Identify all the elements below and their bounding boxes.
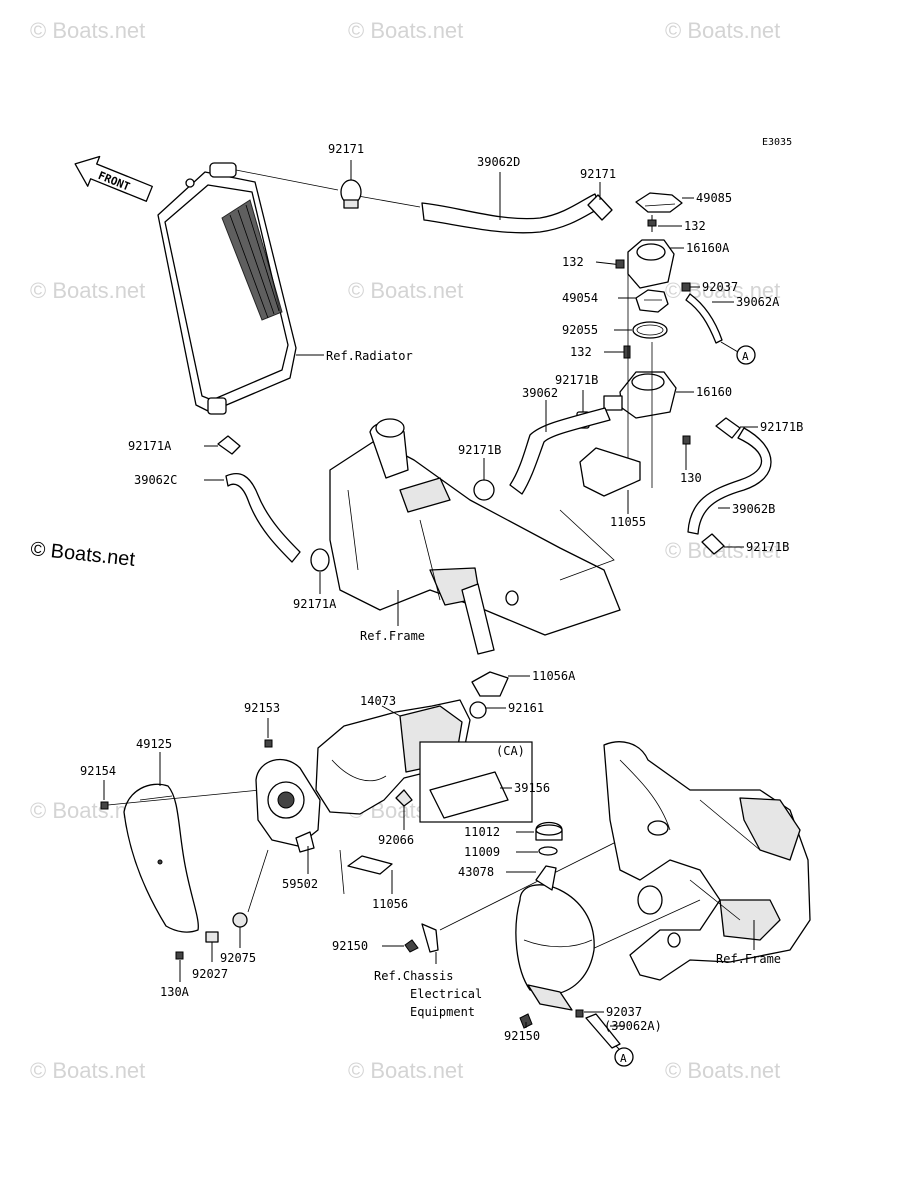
part-label-11009: 11009 (464, 845, 500, 859)
ca-box: (CA) 39156 (419, 741, 550, 823)
part-label-92154: 92154 (80, 764, 116, 778)
watermark: © Boats.net (30, 18, 145, 43)
part-label-92171A: 92171A (293, 597, 337, 611)
watermark: © Boats.net (665, 18, 780, 43)
part-label-39062C: 39062C (134, 473, 177, 487)
part-label-43078: 43078 (458, 865, 494, 879)
watermark: © Boats.net (348, 1058, 463, 1083)
watermark: © Boats.net (348, 18, 463, 43)
part-label-39156: 39156 (514, 781, 550, 795)
part-label-92171B: 92171B (458, 443, 501, 457)
watermark-dark: © Boats.net (29, 538, 136, 571)
ref-frame-top-label: Ref.Frame (360, 629, 425, 643)
part-label-39062B: 39062B (732, 502, 775, 516)
part-label-39062A-ref: (39062A) (604, 1019, 662, 1033)
ref-chassis-line1: Ref.Chassis (374, 969, 453, 983)
part-label-92037: 92037 (702, 280, 738, 294)
part-label-49085: 49085 (696, 191, 732, 205)
front-arrow-icon: FRONT (74, 155, 153, 202)
part-label-92171: 92171 (328, 142, 364, 156)
part-label-132: 132 (562, 255, 584, 269)
part-label-92171B: 92171B (555, 373, 598, 387)
part-label-92150: 92150 (332, 939, 368, 953)
part-label-132: 132 (570, 345, 592, 359)
part-label-130: 130 (680, 471, 702, 485)
connector-a-bottom: A (620, 1052, 627, 1065)
part-label-92161: 92161 (508, 701, 544, 715)
part-label-130A: 130A (160, 985, 190, 999)
ref-chassis-line2: Electrical (410, 987, 482, 1001)
watermark: © Boats.net (348, 278, 463, 303)
part-label-11012: 11012 (464, 825, 500, 839)
connector-a-top: A (742, 350, 749, 363)
ref-chassis-line3: Equipment (410, 1005, 475, 1019)
part-label-11055: 11055 (610, 515, 646, 529)
part-label-16160A: 16160A (686, 241, 730, 255)
watermarks: © Boats.net © Boats.net © Boats.net © Bo… (29, 18, 780, 1083)
watermark: © Boats.net (665, 538, 780, 563)
radiator-drawing (157, 162, 297, 415)
ref-radiator-label: Ref.Radiator (326, 349, 413, 363)
watermark: © Boats.net (30, 1058, 145, 1083)
part-label-92075: 92075 (220, 951, 256, 965)
ref-frame-bottom-label: Ref.Frame (716, 952, 781, 966)
part-label-11056A: 11056A (532, 669, 576, 683)
watermark: © Boats.net (30, 278, 145, 303)
part-label-16160: 16160 (696, 385, 732, 399)
part-label-39062: 39062 (522, 386, 558, 400)
part-label-49054: 49054 (562, 291, 598, 305)
part-label-39062D: 39062D (477, 155, 520, 169)
water-pump-drawing (255, 758, 321, 853)
part-label-49125: 49125 (136, 737, 172, 751)
part-label-14073: 14073 (360, 694, 396, 708)
part-label-92153: 92153 (244, 701, 280, 715)
part-label-92037: 92037 (606, 1005, 642, 1019)
part-label-92027: 92027 (192, 967, 228, 981)
part-label-59502: 59502 (282, 877, 318, 891)
part-label-92171A: 92171A (128, 439, 172, 453)
reservoir-tank-drawing (515, 865, 595, 1011)
ca-box-label: (CA) (496, 744, 525, 758)
part-label-92171: 92171 (580, 167, 616, 181)
part-label-92150: 92150 (504, 1029, 540, 1043)
diagram-code: E3035 (762, 137, 792, 148)
part-label-39062A: 39062A (736, 295, 780, 309)
part-label-132: 132 (684, 219, 706, 233)
part-label-92055: 92055 (562, 323, 598, 337)
watermark: © Boats.net (665, 1058, 780, 1083)
part-label-92066: 92066 (378, 833, 414, 847)
frame-drawing-bottom (603, 741, 811, 981)
part-label-92171B: 92171B (760, 420, 803, 434)
frame-drawing-top (329, 418, 621, 655)
part-label-92171B: 92171B (746, 540, 789, 554)
part-label-11056: 11056 (372, 897, 408, 911)
